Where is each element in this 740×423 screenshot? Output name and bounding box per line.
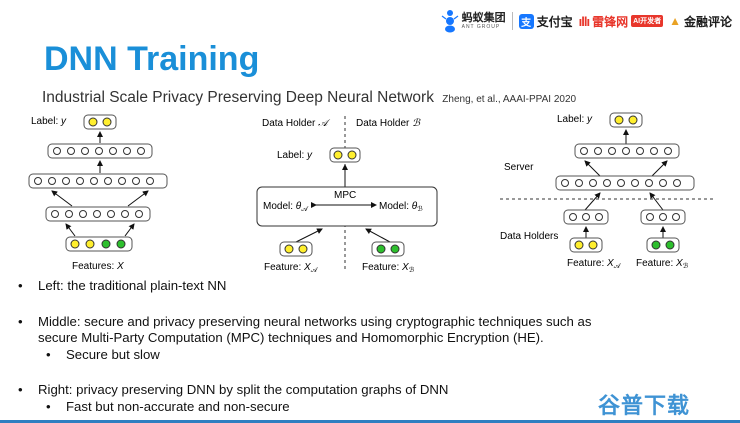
right-feature-b-text: Feature: Xℬ [636,258,689,270]
arrow [124,223,135,237]
bullet-marker: • [18,314,23,329]
node [376,244,386,254]
arrow [584,160,601,177]
middle-feature-a-text: Feature: X𝒜 [264,262,319,273]
arrow [649,192,664,211]
leifeng-name: 雷锋网 [592,14,629,29]
node [102,117,112,127]
left-hidden-layer-1-nodes [51,210,143,218]
dnn-diagram: Label: y Features: X [28,112,715,273]
node [333,150,343,160]
bullet-text: Left: the traditional plain-text NN [38,278,227,293]
node [588,240,598,250]
mpc-text: MPC [334,190,356,201]
left-input-layer [65,236,133,252]
ant-icon [441,10,458,33]
bullet-marker: • [18,382,23,397]
node [614,115,624,125]
left-label-text: Label: y [31,116,67,127]
bullet-marker: • [18,278,23,293]
bullet-text: Secure but slow [66,347,160,362]
left-hidden-layer-2-nodes [34,177,154,185]
arrow [584,192,601,211]
left-input-nodes [70,239,126,249]
ant-group-logo: 蚂蚁集团 ANT GROUP [441,9,506,33]
jinrong-logo: ▲ 金融评论 [669,13,732,30]
footer-accent-line [0,420,740,423]
bullet-text: Right: privacy preserving DNN by split t… [38,382,449,397]
leifeng-icon: ıllı [578,13,590,29]
right-hidden-layer-2-nodes [580,147,672,155]
arrow [51,190,73,207]
node [574,240,584,250]
alipay-name: 支付宝 [536,14,573,29]
left-plain-nn: Label: y Features: X [28,114,168,272]
bullet-marker: • [46,399,51,414]
ant-group-name: 蚂蚁集团 [461,11,506,24]
node [284,244,294,254]
right-hidden-layer-1-nodes [561,179,681,187]
node [628,115,638,125]
logo-divider [511,12,513,30]
middle-mpc-nn: Data Holder 𝒜 Data Holder ℬ Label: y MPC… [256,116,438,273]
jinrong-name: 金融评论 [683,14,732,29]
watermark: 谷普下载 [597,394,690,419]
alipay-icon: 支 [518,13,534,29]
middle-model-b-text: Model: θℬ [379,201,423,213]
arrow [365,228,391,243]
arrow [65,223,76,237]
slide-subtitle: Industrial Scale Privacy Preserving Deep… [42,89,576,107]
right-feature-a-text: Feature: X𝒜 [567,258,622,270]
bullet-text: Middle: secure and privacy preserving ne… [38,314,592,329]
subtitle-text: Industrial Scale Privacy Preserving Deep… [42,89,434,106]
right-label-text: Label: y [557,114,593,125]
node [88,117,98,127]
bullet-text: Fast but non-accurate and non-secure [66,399,290,414]
right-split-nn: Label: y Server Data Holders [500,112,715,270]
leifeng-logo: ıllı 雷锋网 AI开发者 [578,13,664,30]
arrow [651,160,668,177]
middle-holder-a-text: Data Holder 𝒜 [262,118,331,129]
middle-label-text: Label: y [277,150,313,161]
right-bottom-layer-b-nodes [646,213,680,221]
middle-holder-b-text: Data Holder ℬ [356,118,421,129]
arrow [295,228,323,243]
node [665,240,675,250]
bullet-marker: • [46,347,51,362]
leifeng-tag: AI开发者 [631,15,664,27]
partner-logos: 蚂蚁集团 ANT GROUP 支 支付宝 ıllı 雷锋网 AI开发者 ▲ 金融… [441,6,732,36]
slide-title: DNN Training [44,40,260,78]
middle-model-a-text: Model: θ𝒜 [263,201,309,213]
ant-group-subtext: ANT GROUP [461,23,501,30]
alipay-logo: 支 支付宝 [518,13,573,30]
bullet-text: secure Multi-Party Computation (MPC) tec… [38,330,544,345]
middle-feature-b-text: Feature: Xℬ [362,262,415,273]
left-hidden-layer-3-nodes [53,147,145,155]
node [390,244,400,254]
node [651,240,661,250]
node [347,150,357,160]
right-bottom-layer-a-nodes [569,213,603,221]
left-features-text: Features: X [72,261,124,272]
node [298,244,308,254]
arrow [127,190,149,207]
server-text: Server [504,162,534,173]
jinrong-icon: ▲ [669,14,681,28]
citation: Zheng, et al., AAAI-PPAI 2020 [442,94,577,105]
data-holders-text: Data Holders [500,231,558,242]
